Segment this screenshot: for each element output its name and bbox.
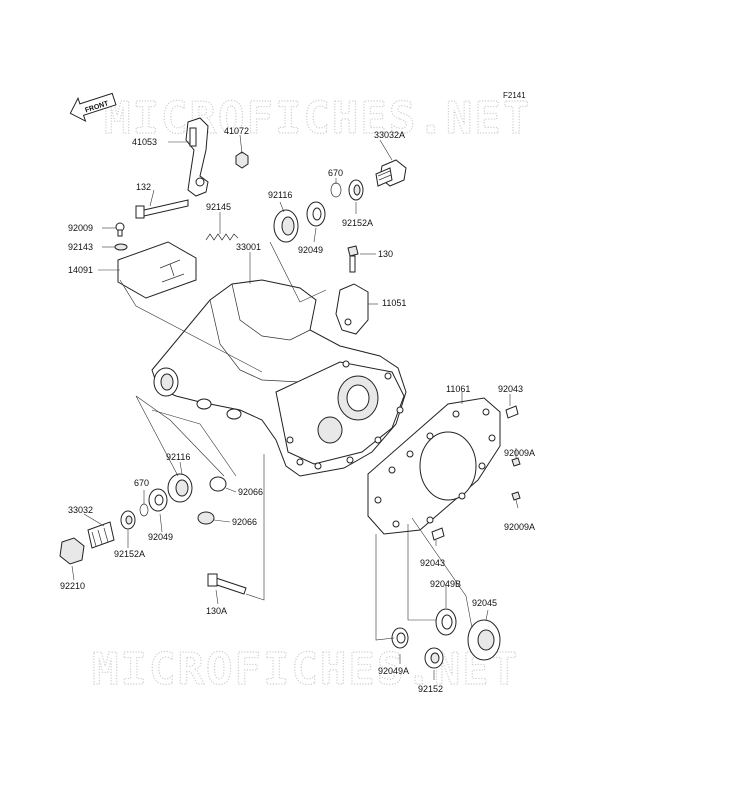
part-670-oring-left bbox=[139, 503, 149, 517]
part-11061-gasket bbox=[367, 397, 501, 535]
callout-33032A: 33032A bbox=[374, 130, 405, 140]
part-41072-nut bbox=[235, 151, 249, 169]
callout-11061: 11061 bbox=[446, 384, 470, 394]
part-41053-arm bbox=[185, 117, 209, 197]
part-92116-bearing-top bbox=[273, 209, 299, 243]
watermark-bottom: MICROFICHES.NET bbox=[92, 644, 519, 695]
part-92210-nut bbox=[59, 537, 85, 565]
callout-33001: 33001 bbox=[236, 242, 261, 252]
callout-92043-bottom: 92043 bbox=[420, 558, 445, 568]
callout-41053: 41053 bbox=[132, 137, 157, 147]
callout-92049A: 92049A bbox=[378, 666, 409, 676]
part-92009-screw bbox=[115, 222, 125, 237]
callout-92045: 92045 bbox=[472, 598, 497, 608]
callout-670-top: 670 bbox=[328, 168, 343, 178]
callout-92210: 92210 bbox=[60, 581, 85, 591]
leader-lines bbox=[71, 134, 519, 680]
callout-41072: 41072 bbox=[224, 126, 249, 136]
part-14091-cover bbox=[117, 241, 197, 299]
watermark-top: MICROFICHES.NET bbox=[104, 93, 531, 144]
part-130A-bolt bbox=[207, 573, 247, 595]
callout-92009: 92009 bbox=[68, 223, 93, 233]
part-670-oring-top bbox=[330, 182, 342, 198]
callout-92049-left: 92049 bbox=[148, 532, 173, 542]
callout-92066-a: 92066 bbox=[238, 487, 263, 497]
callout-92009A-a: 92009A bbox=[504, 448, 535, 458]
part-92043-pin-bottom bbox=[431, 527, 445, 541]
callout-92049B: 92049B bbox=[430, 579, 461, 589]
part-33001-housing bbox=[151, 279, 407, 477]
part-92049-seal-top bbox=[306, 201, 326, 227]
part-92049B-seal bbox=[435, 608, 457, 636]
figure-code: F2141 bbox=[503, 91, 526, 100]
callout-92116-top: 92116 bbox=[268, 190, 292, 200]
callout-92145: 92145 bbox=[206, 202, 231, 212]
part-11051-bracket bbox=[335, 283, 369, 335]
part-92143-washer bbox=[114, 243, 128, 251]
part-92049-seal-left bbox=[148, 488, 168, 512]
callout-92152A-top: 92152A bbox=[342, 218, 373, 228]
part-92009A-bolt-a bbox=[511, 457, 521, 467]
part-132-bolt bbox=[135, 199, 189, 219]
callout-92152A-left: 92152A bbox=[114, 549, 145, 559]
callout-11051: 11051 bbox=[382, 298, 406, 308]
callout-92043-top: 92043 bbox=[498, 384, 523, 394]
callout-130A: 130A bbox=[206, 606, 227, 616]
callout-92152: 92152 bbox=[418, 684, 443, 694]
callout-92066-b: 92066 bbox=[232, 517, 257, 527]
part-92152-collar bbox=[424, 647, 444, 669]
callout-130: 130 bbox=[378, 249, 393, 259]
callout-132: 132 bbox=[136, 182, 151, 192]
callout-670-left: 670 bbox=[134, 478, 149, 488]
part-92145-spring bbox=[205, 233, 239, 241]
part-33032A-plug bbox=[375, 159, 407, 187]
part-92066-cap-a bbox=[209, 476, 227, 492]
part-92049A-seal bbox=[391, 627, 409, 649]
callout-33032: 33032 bbox=[68, 505, 93, 515]
part-92009A-bolt-b bbox=[511, 491, 521, 501]
callout-92049-top: 92049 bbox=[298, 245, 323, 255]
part-92116-bearing-left bbox=[167, 473, 193, 503]
part-33032-plug bbox=[87, 521, 115, 549]
callout-92143: 92143 bbox=[68, 242, 93, 252]
callout-14091: 14091 bbox=[68, 265, 93, 275]
callout-92116-left: 92116 bbox=[166, 452, 190, 462]
part-92152A-collar-left bbox=[120, 510, 136, 530]
part-92066-cap-b bbox=[197, 511, 215, 525]
part-92043-pin-top bbox=[505, 405, 519, 419]
part-130-bolt bbox=[347, 245, 359, 273]
part-92152A-collar-top bbox=[348, 179, 364, 201]
callout-92009A-b: 92009A bbox=[504, 522, 535, 532]
part-92045-bearing bbox=[467, 619, 501, 661]
